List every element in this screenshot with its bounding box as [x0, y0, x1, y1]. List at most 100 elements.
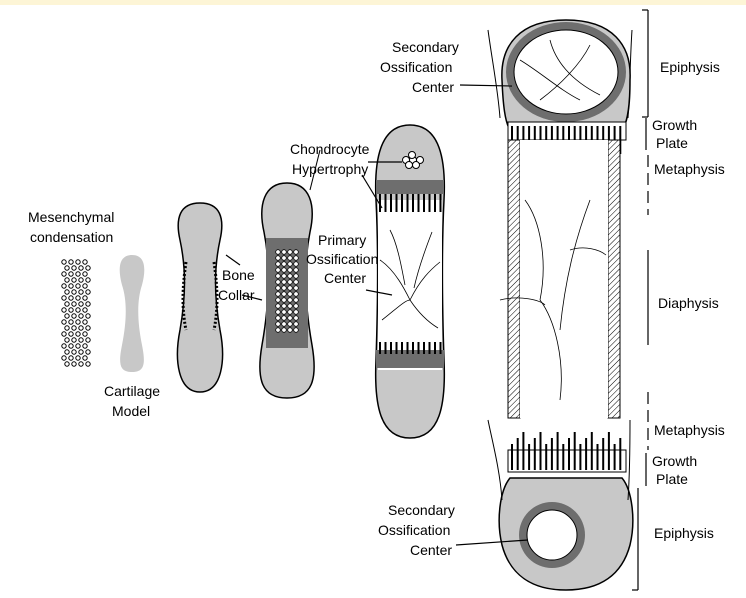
stage-cartilage-model: Cartilage Model: [104, 255, 160, 419]
mesenchymal-cell: [86, 314, 90, 318]
mesenchymal-cell: [62, 320, 66, 324]
mesenchymal-cell: [62, 356, 66, 360]
mesenchymal-cell: [76, 296, 80, 300]
hypertrophic-cell: [276, 298, 281, 303]
hypertrophic-cell: [276, 256, 281, 261]
mesenchymal-cell: [76, 320, 80, 324]
marrow-cavity: [520, 140, 608, 418]
hypertrophic-cell: [294, 268, 299, 273]
mesenchymal-cell: [79, 266, 83, 270]
zone-epiphysis-top: Epiphysis: [660, 59, 720, 75]
secondary-center-top: [514, 30, 618, 114]
mesenchymal-cell: [69, 296, 73, 300]
hypertrophic-cell: [282, 322, 287, 327]
hypertrophic-cell: [282, 274, 287, 279]
bone-collar-label-line2: Collar: [218, 287, 255, 303]
primary-center-label-line1: Primary: [318, 232, 366, 248]
mesenchymal-cell: [65, 290, 69, 294]
hypertrophic-cell: [276, 280, 281, 285]
mesenchymal-cell: [76, 332, 80, 336]
primary-center-label-line3: Center: [324, 270, 366, 286]
zone-diaphysis: Diaphysis: [658, 295, 719, 311]
mesenchymal-cell: [86, 266, 90, 270]
mesenchymal-cell: [72, 350, 76, 354]
stage4-dark-collar: [266, 238, 308, 348]
mesenchymal-cell: [83, 356, 87, 360]
mesenchymal-cell: [83, 272, 87, 276]
hypertrophic-cell: [282, 298, 287, 303]
stage-primary-ossification: Chondrocyte Hypertrophy Primary Ossifica…: [290, 125, 444, 438]
mesenchymal-cell: [79, 278, 83, 282]
mesenchymal-cell: [69, 356, 73, 360]
mesenchymal-cell: [65, 302, 69, 306]
hypertrophic-cell: [288, 292, 293, 297]
hypertrophic-cell: [282, 280, 287, 285]
mesenchymal-cell: [62, 260, 66, 264]
hypertrophic-cell: [294, 286, 299, 291]
bone-collar-label-line1: Bone: [222, 267, 255, 283]
cartilage-model-shape: [120, 255, 145, 372]
mesenchymal-cell: [83, 260, 87, 264]
cortex-right: [608, 140, 620, 418]
mesenchymal-label-line2: condensation: [30, 229, 113, 245]
zone-growth-plate-bottom-line2: Plate: [656, 471, 688, 487]
mesenchymal-cell: [79, 338, 83, 342]
mesenchymal-cell: [62, 272, 66, 276]
mesenchymal-cell: [72, 326, 76, 330]
hypertrophic-cell: [294, 298, 299, 303]
hypertrophic-cell: [282, 268, 287, 273]
mesenchymal-cell: [69, 332, 73, 336]
mesenchymal-cell: [79, 290, 83, 294]
mesenchymal-cell: [69, 260, 73, 264]
mesenchymal-cell: [83, 320, 87, 324]
mesenchymal-cell: [62, 308, 66, 312]
mesenchymal-cell: [72, 314, 76, 318]
mesenchymal-cell: [72, 278, 76, 282]
mesenchymal-cell: [65, 314, 69, 318]
mesenchymal-cell: [86, 290, 90, 294]
hypertrophic-cell: [282, 310, 287, 315]
mesenchymal-cell: [76, 272, 80, 276]
mesenchymal-cell: [83, 296, 87, 300]
mesenchymal-cell: [69, 272, 73, 276]
hypertrophic-cell: [276, 274, 281, 279]
hypertrophic-cell: [282, 292, 287, 297]
hypertrophic-cell: [276, 316, 281, 321]
chondrocyte-label-line1: Chondrocyte: [290, 141, 370, 157]
hypertrophic-cell: [282, 262, 287, 267]
mesenchymal-cell: [72, 290, 76, 294]
mesenchymal-cell: [72, 338, 76, 342]
hypertrophic-cell: [276, 304, 281, 309]
mesenchymal-cell: [65, 350, 69, 354]
hypertrophic-cell: [288, 298, 293, 303]
bone-collar-arrow-left: [226, 255, 240, 265]
bone-outer-bottom-right: [628, 420, 630, 500]
mesenchymal-cell: [83, 344, 87, 348]
hypertrophic-cell: [282, 286, 287, 291]
hypertrophic-cell: [276, 268, 281, 273]
stage5-band-top: [376, 180, 444, 194]
mesenchymal-cell: [86, 362, 90, 366]
secondary-bottom-label-line3: Center: [410, 542, 452, 558]
hypertrophic-cell: [288, 256, 293, 261]
hypertrophic-cell: [288, 316, 293, 321]
cartilage-model-label-line2: Model: [112, 403, 150, 419]
mesenchymal-cell: [72, 302, 76, 306]
hypertrophic-cell: [288, 250, 293, 255]
hypertrophic-cell: [294, 280, 299, 285]
hypertrophic-cell: [276, 310, 281, 315]
hypertrophic-cell: [288, 274, 293, 279]
mesenchymal-cell: [69, 308, 73, 312]
bone-collar-model-shape: [177, 203, 222, 392]
hypertrophic-cell: [282, 328, 287, 333]
zone-epiphysis-bottom: Epiphysis: [654, 525, 714, 541]
mesenchymal-cell: [86, 338, 90, 342]
mesenchymal-cell: [76, 260, 80, 264]
hypertrophic-cell: [276, 328, 281, 333]
hypertrophic-cell: [288, 286, 293, 291]
mesenchymal-cell: [79, 302, 83, 306]
hypertrophic-cell: [288, 310, 293, 315]
zone-growth-plate-top-line1: Growth: [652, 117, 697, 133]
zone-growth-plate-bottom-line1: Growth: [652, 453, 697, 469]
